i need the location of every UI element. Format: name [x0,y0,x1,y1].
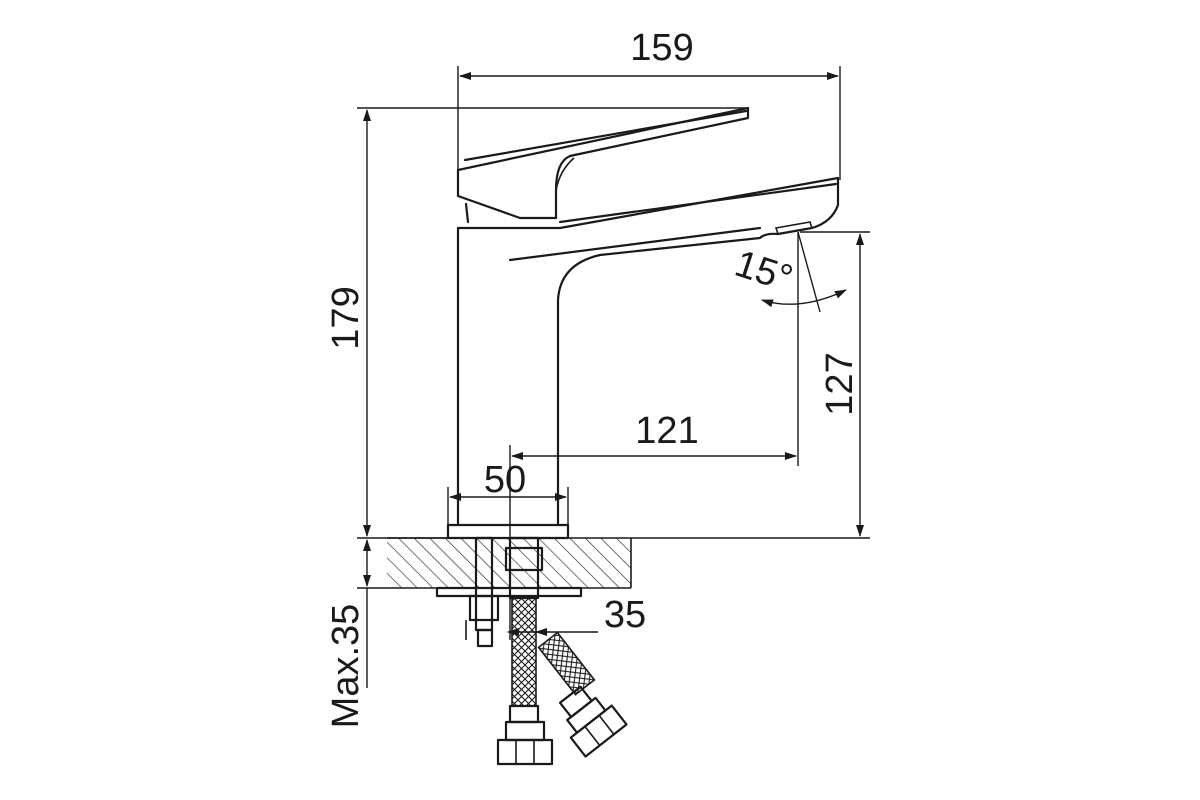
base-flange [446,523,570,540]
shank-diameter-label: 35 [604,594,646,636]
dimension-shank-diameter: 35 [507,594,646,636]
dimension-max-counter-thickness: Max.35 [325,539,387,729]
base-diameter-label: 50 [484,459,526,501]
hose-nut-angled [569,704,628,758]
dimension-spout-angle: 15° [730,231,847,313]
handle-lever [456,106,750,220]
dimension-base-diameter: 50 [447,459,569,525]
spout-height-label: 127 [819,352,861,415]
max-counter-thickness-label: Max.35 [325,604,367,729]
aerator [774,221,814,235]
spout-reach-label: 121 [635,410,698,452]
braided-hose-angled [537,631,596,696]
body-and-spout [456,176,840,527]
braided-hose-vertical [511,597,537,707]
hose-nut-vertical [496,738,554,766]
dimension-spout-reach: 121 [509,232,799,640]
overall-height-label: 179 [325,286,367,349]
dimension-spout-height: 127 [631,231,870,539]
dimension-overall-height: 179 [325,107,748,539]
spout-angle-label: 15° [730,243,798,301]
overall-length-label: 159 [630,27,693,69]
under-counter-fittings [435,536,628,766]
faucet-body [446,106,840,540]
dimension-overall-length: 159 [457,27,841,180]
